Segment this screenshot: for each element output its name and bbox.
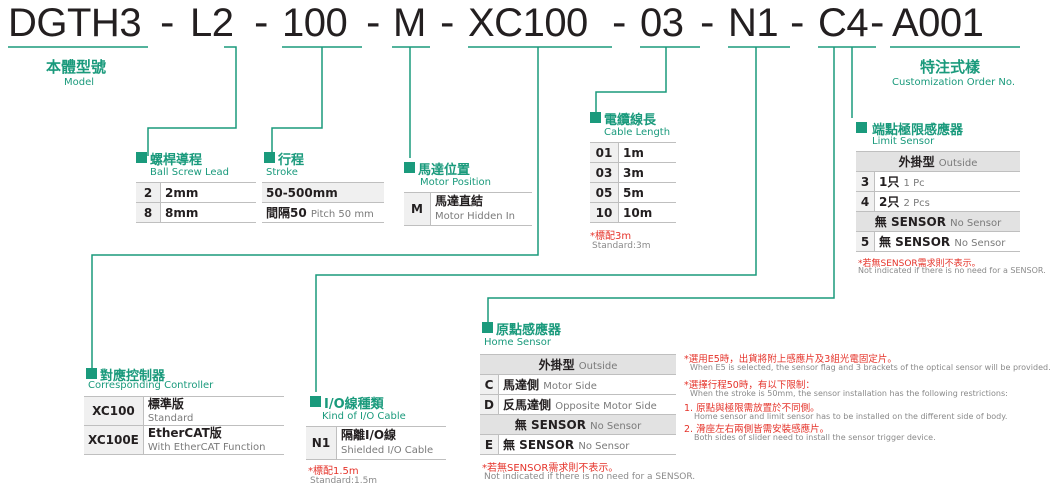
home-title: 原點感應器 — [496, 323, 562, 338]
custom-sub: Customization Order No. — [892, 77, 1015, 88]
controller-title: 對應控制器 — [100, 369, 166, 384]
section-marker — [310, 396, 321, 407]
motor-sub: Motor Position — [420, 177, 492, 188]
custom-title: 特注式樣 — [920, 58, 981, 76]
code-sep: - — [160, 0, 175, 46]
table-header: 外掛型 Outside — [480, 354, 676, 375]
table-header: 外掛型 Outside — [856, 151, 1020, 172]
cable-sub: Cable Length — [604, 127, 671, 138]
home-note: *若無SENSOR需求則不表示。 — [482, 463, 619, 474]
home-note-en: Not indicated if there is no need for a … — [484, 472, 696, 482]
section-marker — [264, 152, 275, 163]
lead-title: 螺桿導程 — [150, 153, 203, 168]
note-restriction-2-en: Both sides of slider need to install the… — [694, 433, 936, 442]
note-restriction-1: 1. 原點與極限需放置於不同側。 — [684, 403, 820, 414]
table-row: 間隔50 Pitch 50 mm — [262, 202, 384, 223]
motor-title: 馬達位置 — [418, 163, 471, 178]
code-sep: - — [366, 0, 381, 46]
model-sub: Model — [64, 77, 95, 88]
controller-sub: Corresponding Controller — [88, 380, 214, 391]
code-model: DGTH3 — [8, 1, 142, 45]
section-marker — [590, 112, 601, 123]
cable-title: 電纜線長 — [604, 113, 657, 128]
lead-sub: Ball Screw Lead — [150, 167, 229, 178]
limit-note: *若無SENSOR需求則不表示。 — [858, 259, 981, 269]
io-note: *標配1.5m — [308, 466, 359, 477]
code-sep: - — [254, 0, 269, 46]
code-sensor: C4 — [818, 1, 869, 45]
table-header: 無 SENSOR No Sensor — [856, 211, 1020, 232]
code-cable: 03 — [640, 1, 684, 45]
section-marker — [86, 368, 97, 379]
code-sep: - — [440, 0, 455, 46]
note-stroke50: *選擇行程50時，有以下限制： — [684, 380, 815, 391]
section-marker — [136, 152, 147, 163]
limit-title: 端點極限感應器 — [872, 123, 964, 138]
io-sub: Kind of I/O Cable — [322, 411, 406, 422]
code-custom: A001 — [892, 1, 984, 45]
code-io: N1 — [728, 1, 779, 45]
io-title: I/O線種類 — [324, 397, 384, 412]
code-lead: L2 — [190, 1, 234, 45]
code-sep: - — [700, 0, 715, 46]
code-sep: - — [612, 0, 627, 46]
code-motor: M — [393, 1, 426, 45]
home-sub: Home Sensor — [484, 337, 551, 348]
stroke-table: 50-500mm 間隔50 Pitch 50 mm — [262, 182, 384, 223]
section-marker — [482, 322, 493, 333]
note-e5: *選用E5時，出貨將附上感應片及3組光電固定片。 — [684, 354, 897, 365]
cable-note-en: Standard:3m — [592, 241, 651, 251]
table-row: 50-500mm — [262, 182, 384, 203]
section-marker — [856, 122, 867, 133]
code-controller: XC100 — [468, 1, 588, 45]
note-restriction-1-en: Home sensor and limit sensor has to be i… — [694, 412, 1008, 421]
section-marker — [404, 162, 415, 173]
note-e5-en: When E5 is selected, the sensor flag and… — [690, 363, 1051, 372]
code-sep: - — [790, 0, 805, 46]
table-header: 無 SENSOR No Sensor — [480, 414, 676, 435]
note-restriction-2: 2. 滑座左右兩側皆需安裝感應片。 — [684, 424, 830, 435]
stroke-title: 行程 — [278, 153, 305, 168]
cable-note: *標配3m — [590, 231, 632, 242]
io-note-en: Standard:1.5m — [310, 476, 378, 486]
code-stroke: 100 — [282, 1, 348, 45]
limit-note-en: Not indicated if there is no need for a … — [858, 266, 1046, 275]
limit-sub: Limit Sensor — [872, 136, 935, 147]
model-title: 本體型號 — [46, 58, 107, 76]
note-stroke50-en: When the stroke is 50mm, the sensor inst… — [690, 389, 1008, 398]
stroke-sub: Stroke — [266, 167, 298, 178]
code-sep: - — [870, 0, 885, 46]
